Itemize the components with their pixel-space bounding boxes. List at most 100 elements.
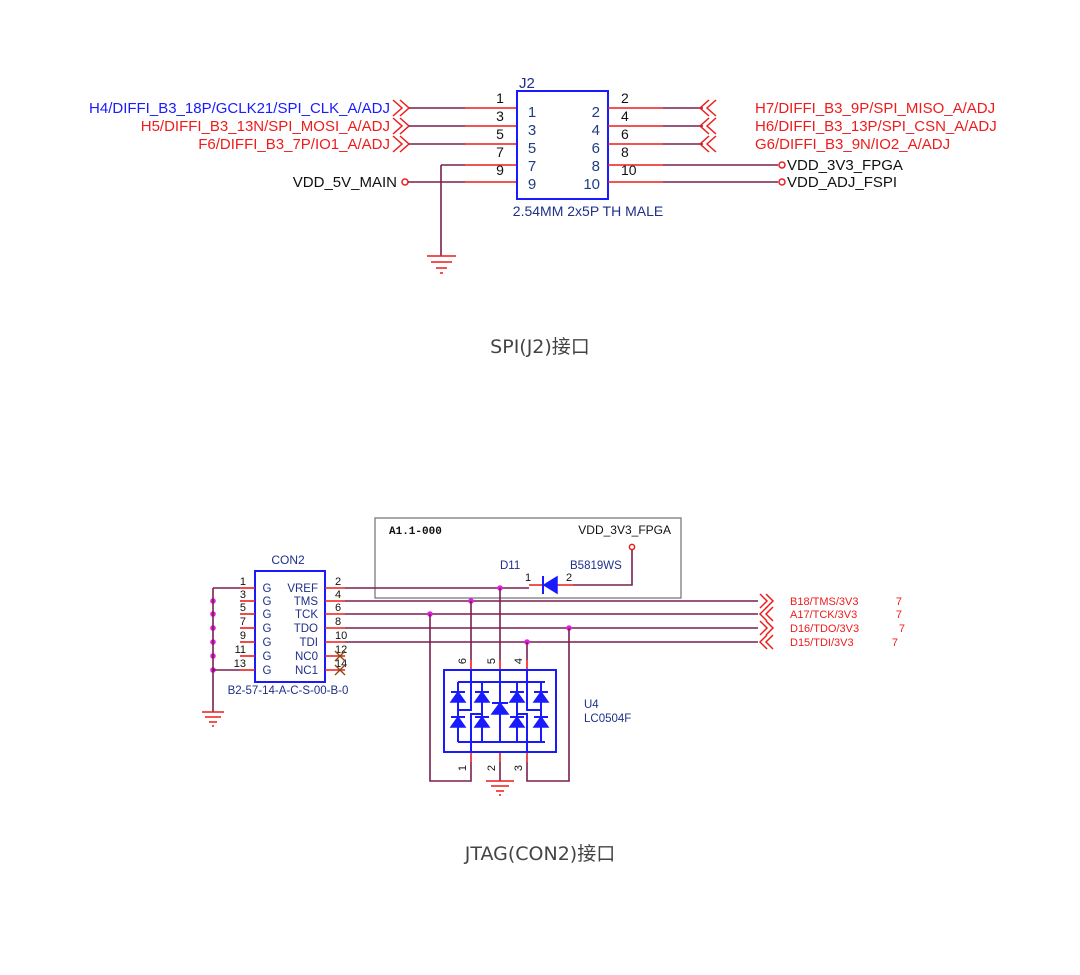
- net-label-spi-csn: H6/DIFFI_B3_13P/SPI_CSN_A/ADJ: [755, 118, 997, 135]
- pin-name: G: [263, 637, 272, 649]
- diode-icon: [542, 575, 558, 595]
- tvs-pin-number: 5: [486, 658, 498, 664]
- pin-number: 1: [496, 90, 504, 106]
- pin-number: 5: [496, 126, 504, 142]
- power-port-icon: [778, 178, 786, 186]
- pin-number: 7: [240, 616, 246, 628]
- tvs-pin-number: 6: [457, 658, 469, 664]
- tvs-diode-array-icon: [449, 670, 550, 752]
- pin-number: 5: [528, 140, 536, 157]
- pin-name: G: [263, 665, 272, 677]
- connector-con2-body: [254, 570, 326, 683]
- pin-number: 13: [234, 658, 246, 670]
- pin-number: 4: [621, 108, 629, 124]
- tvs-pin-number: 3: [513, 765, 525, 771]
- ground-icon: [427, 255, 456, 274]
- tvs-pin-number: 4: [513, 658, 525, 664]
- pin-name: G: [263, 623, 272, 635]
- ground-icon: [486, 780, 514, 796]
- pin-number: 8: [335, 616, 341, 628]
- pin-number: 4: [592, 122, 600, 139]
- pin-name: G: [263, 596, 272, 608]
- pin-number: 10: [335, 630, 347, 642]
- pin-number: 12: [335, 644, 347, 656]
- pin-number: 9: [496, 162, 504, 178]
- tvs-diode-icon: [532, 715, 550, 728]
- diode-pin-1: 1: [525, 572, 531, 584]
- net-label-spi-clk: H4/DIFFI_B3_18P/GCLK21/SPI_CLK_A/ADJ: [89, 100, 390, 117]
- connector-ref-con2: CON2: [271, 553, 305, 567]
- page-reference: 7: [896, 596, 902, 608]
- power-port-icon: [628, 543, 636, 551]
- jtag-net-label: B18/TMS/3V3: [790, 596, 858, 608]
- pin-number: 2: [335, 576, 341, 588]
- connector-j2-body: [516, 90, 609, 200]
- tvs-diode-icon: [449, 715, 467, 728]
- pin-number: 9: [240, 630, 246, 642]
- pin-number: 6: [592, 140, 600, 157]
- pin-name: G: [263, 651, 272, 663]
- net-label-io1: F6/DIFFI_B3_7P/IO1_A/ADJ: [198, 136, 390, 153]
- connector-footprint-label: 2.54MM 2x5P TH MALE: [513, 203, 663, 219]
- jtag-caption: JTAG(CON2)接口: [464, 843, 615, 865]
- connector-part: B2-57-14-A-C-S-00-B-0: [228, 685, 349, 697]
- jtag-net-label: D15/TDI/3V3: [790, 637, 854, 649]
- pin-number: 7: [496, 144, 504, 160]
- net-label-spi-mosi: H5/DIFFI_B3_13N/SPI_MOSI_A/ADJ: [141, 118, 390, 135]
- pin-number: 11: [235, 644, 246, 656]
- pin-number: 6: [621, 126, 629, 142]
- spi-caption: SPI(J2)接口: [490, 336, 590, 358]
- pin-number: 7: [528, 158, 536, 175]
- power-port-icon: [401, 178, 409, 186]
- diode-ref: D11: [500, 560, 520, 572]
- pin-number: 9: [528, 176, 536, 193]
- pin-number: 8: [592, 158, 600, 175]
- pin-name: NC1: [295, 665, 318, 677]
- tvs-part: LC0504F: [584, 713, 631, 725]
- connector-ref-j2: J2: [519, 75, 535, 92]
- tvs-pin-number: 2: [486, 765, 498, 771]
- pin-number: 8: [621, 144, 629, 160]
- tvs-diode-icon: [449, 690, 467, 703]
- pin-number: 1: [528, 104, 536, 121]
- no-connect-icon: [334, 664, 346, 676]
- power-label-vdd-3v3-fpga: VDD_3V3_FPGA: [787, 157, 903, 174]
- pin-name: G: [263, 609, 272, 621]
- offpage-connector-icon: [392, 99, 411, 153]
- offpage-connector-icon: [698, 99, 717, 153]
- power-label-vdd-5v-main: VDD_5V_MAIN: [293, 174, 397, 191]
- pin-number: 6: [335, 602, 341, 614]
- tvs-diode-icon: [473, 715, 491, 728]
- pin-name: TMS: [294, 596, 319, 608]
- jtag-net-label: A17/TCK/3V3: [790, 609, 857, 621]
- pin-number: 2: [592, 104, 600, 121]
- diode-part: B5819WS: [570, 560, 622, 572]
- power-port-icon: [778, 161, 786, 169]
- pin-number: 10: [621, 162, 637, 178]
- sub-block-frame: [374, 517, 682, 599]
- tvs-diode-icon: [473, 690, 491, 703]
- offpage-connector-icon: [758, 593, 775, 650]
- frame-power-label: VDD_3V3_FPGA: [578, 523, 671, 537]
- ground-icon: [202, 711, 224, 727]
- pin-name: G: [263, 583, 272, 595]
- pin-number: 1: [240, 576, 246, 588]
- pin-number: 2: [621, 90, 629, 106]
- tvs-diode-icon: [532, 690, 550, 703]
- pin-name: NC0: [295, 651, 318, 663]
- pin-number: 3: [528, 122, 536, 139]
- pin-number: 10: [583, 176, 600, 193]
- pin-number: 5: [240, 602, 246, 614]
- pin-name: VREF: [287, 583, 318, 595]
- pin-number: 4: [335, 589, 341, 601]
- tvs-diode-icon: [490, 701, 510, 715]
- jtag-net-label: D16/TDO/3V3: [790, 623, 859, 635]
- pin-number: 3: [496, 108, 504, 124]
- tvs-ref: U4: [584, 699, 599, 711]
- pin-name: TCK: [295, 609, 318, 621]
- page-reference: 7: [892, 637, 898, 649]
- tvs-diode-icon: [508, 690, 526, 703]
- diode-pin-2: 2: [566, 572, 572, 584]
- net-label-io2: G6/DIFFI_B3_9N/IO2_A/ADJ: [755, 136, 950, 153]
